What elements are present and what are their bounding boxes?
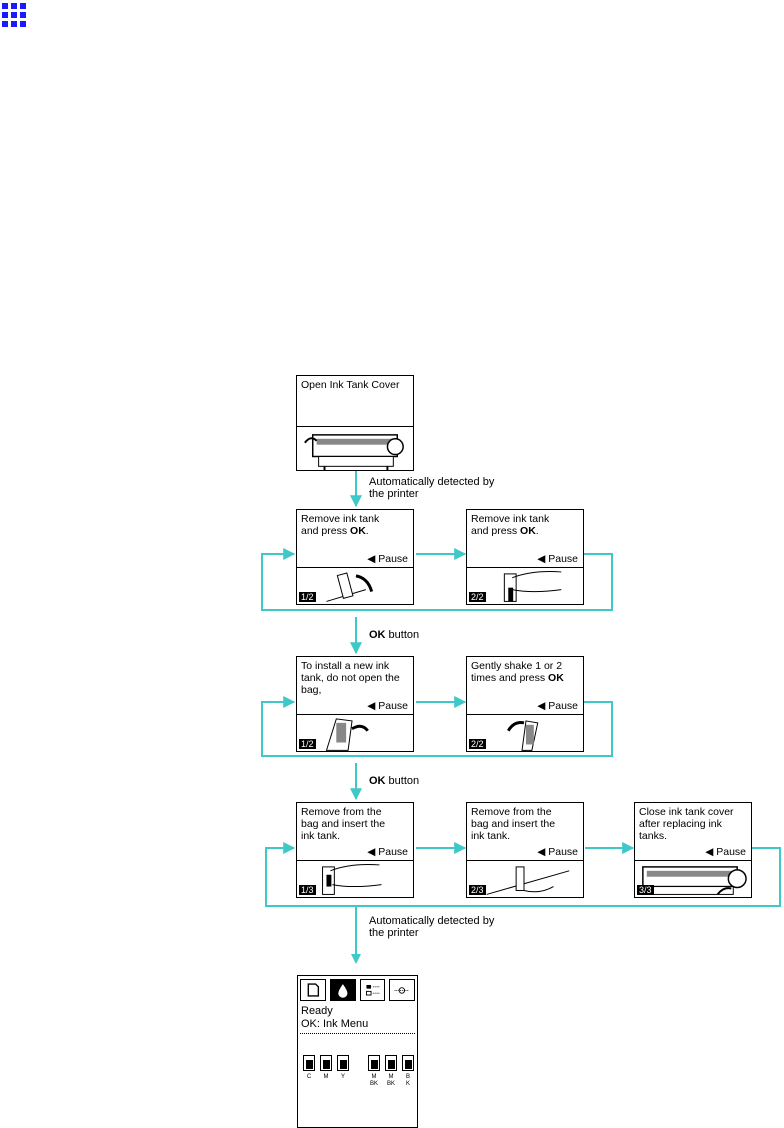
ink-level-2: Y <box>337 1055 349 1081</box>
ink-level-3: M BK <box>368 1055 380 1088</box>
panel-insert-2: Remove from the bag and insert the ink t… <box>466 802 584 898</box>
ink-label: B K <box>405 1074 410 1087</box>
lever-close-illustration-icon <box>486 866 570 895</box>
pause-label: ◀ Pause <box>537 553 578 565</box>
panel-text: Open Ink Tank Cover <box>301 379 400 391</box>
ready-screen: Ready OK: Ink Menu C M Y M BK M BK B K <box>297 975 418 1128</box>
tab-settings-icon <box>389 979 415 1001</box>
ready-tabs <box>300 979 415 1001</box>
ink-label: M BK <box>369 1074 378 1087</box>
tab-paper-icon <box>300 979 326 1001</box>
panel-close-cover: Close ink tank cover after replacing ink… <box>634 802 752 898</box>
insert-tank-illustration-icon <box>322 864 382 895</box>
printer-illustration-icon <box>304 434 404 471</box>
ink-label: M <box>323 1074 329 1080</box>
ink-level-0: C <box>303 1055 315 1081</box>
ink-level-1: M <box>320 1055 332 1081</box>
ink-bag-illustration-icon <box>325 718 369 751</box>
ink-level-5: B K <box>402 1055 414 1088</box>
pause-label: ◀ Pause <box>367 846 408 858</box>
hand-remove-tank-illustration-icon <box>503 571 562 602</box>
ink-label: Y <box>340 1074 345 1080</box>
tab-job-icon <box>359 979 386 1001</box>
tab-ink-drop-icon <box>329 979 356 1001</box>
panel-open-cover: Open Ink Tank Cover <box>296 375 414 471</box>
lever-open-illustration-icon <box>326 572 374 602</box>
shake-tank-illustration-icon <box>507 720 539 751</box>
panel-install-1: To install a new ink tank, do not open t… <box>296 656 414 752</box>
ink-label: M BK <box>386 1074 395 1087</box>
ink-label: C <box>306 1074 312 1080</box>
grid-menu-icon <box>2 3 26 27</box>
pause-label: ◀ Pause <box>537 846 578 858</box>
ink-level-4: M BK <box>385 1055 397 1088</box>
pause-label: ◀ Pause <box>537 700 578 712</box>
label-ok-button-2: OK button <box>369 775 420 787</box>
ready-status: Ready OK: Ink Menu <box>301 1005 369 1030</box>
panel-insert-1: Remove from the bag and insert the ink t… <box>296 802 414 898</box>
pause-label: ◀ Pause <box>705 846 746 858</box>
pause-label: ◀ Pause <box>367 553 408 565</box>
label-ok-button-1: OK button <box>369 629 420 641</box>
printer-close-illustration-icon <box>642 866 747 896</box>
arrow-down-to-ready <box>351 906 361 964</box>
pause-label: ◀ Pause <box>367 700 408 712</box>
